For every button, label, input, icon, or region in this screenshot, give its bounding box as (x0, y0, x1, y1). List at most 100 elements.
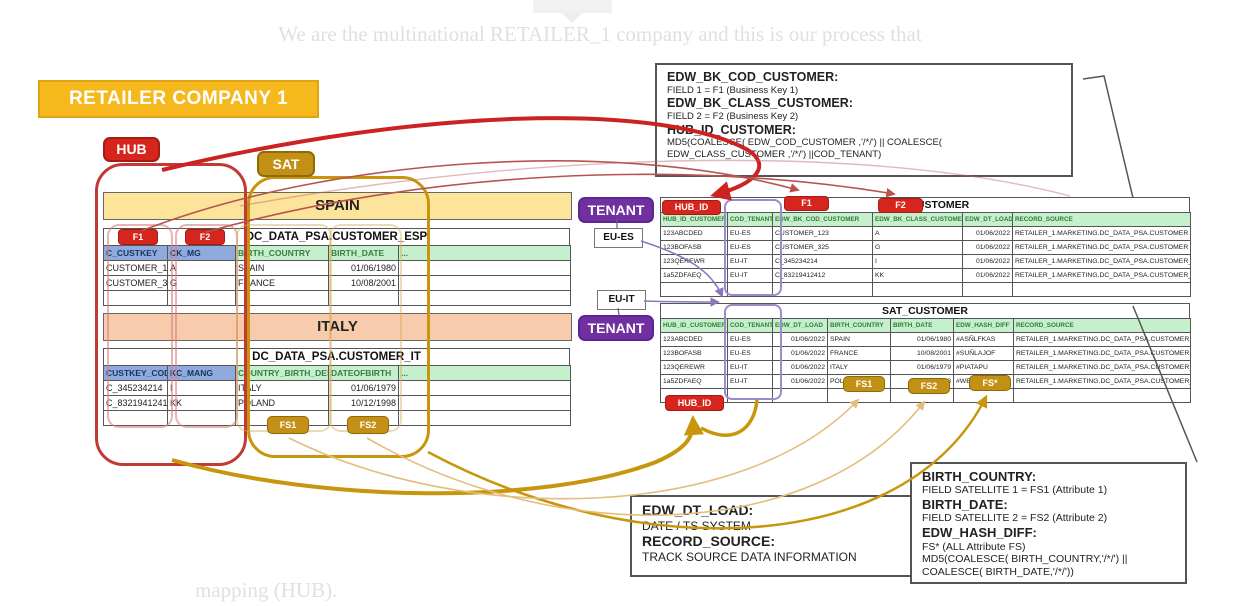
table-cell: 01/06/2022 (772, 374, 828, 389)
italy-source-table: DC_DATA_PSA.CUSTOMER_IT CUSTKEY_CODEKC_M… (103, 348, 571, 426)
hub-definition-note: EDW_BK_COD_CUSTOMER:FIELD 1 = F1 (Busine… (655, 63, 1073, 177)
table-cell (167, 290, 236, 306)
note-desc: TRACK SOURCE DATA INFORMATION (642, 549, 857, 564)
table-cell: 01/06/1980 (328, 260, 399, 276)
table-cell: 01/06/2022 (962, 226, 1013, 241)
faded-toolbar-remnant (533, 0, 612, 13)
tenant-code-eu-es: EU-ES (594, 228, 643, 248)
table-cell (872, 282, 963, 297)
table-row (660, 282, 1191, 297)
column-header: KC_MANG (167, 365, 236, 381)
note-term: EDW_BK_COD_CUSTOMER: (667, 70, 839, 84)
hub-id-badge-bottom: HUB_ID (665, 395, 724, 411)
table-cell (398, 395, 571, 411)
table-cell: C_83219412412 (103, 395, 168, 411)
table-cell (103, 290, 168, 306)
table-cell: ITALY (235, 380, 329, 396)
table-cell: 01/06/2022 (962, 268, 1013, 283)
column-header: COUNTRY_BIRTH_DESC (235, 365, 329, 381)
table-cell: A (872, 226, 963, 241)
note-term: EDW_HASH_DIFF: (922, 525, 1037, 541)
table-cell: RETAILER_1.MARKETING.DC_DATA_PSA.CUSTOME… (1013, 346, 1191, 361)
note-term: EDW_DT_LOAD: (642, 502, 754, 518)
note-desc: FS* (ALL Attribute FS) (922, 540, 1026, 553)
table-title: DC_DATA_PSA.CUSTOMER_IT (103, 348, 570, 365)
fs-star-badge-right: FS* (969, 375, 1011, 391)
region-band-spain: SPAIN (103, 192, 572, 220)
table-cell: 10/08/2001 (328, 275, 399, 291)
table-cell: 1a5ZDFAEQ (660, 268, 728, 283)
table-cell (1013, 388, 1191, 403)
column-header: DATEOFBIRTH (328, 365, 399, 381)
euit-curve (643, 297, 720, 307)
table-cell: RETAILER_1.MARKETING.DC_DATA_PSA.CUSTOME… (1013, 374, 1191, 389)
table-cell: 123ABCDED (660, 332, 728, 347)
table-cell (167, 410, 236, 426)
table-cell (398, 410, 571, 426)
hub-badge: HUB (103, 137, 160, 162)
table-cell: #PIATAPU (953, 360, 1014, 375)
company-title-box: RETAILER COMPANY 1 (38, 80, 319, 118)
fs2-badge-right: FS2 (908, 378, 950, 394)
table-row (103, 290, 571, 306)
note-desc: FIELD SATELLITE 1 = FS1 (Attribute 1) (922, 484, 1108, 497)
column-header: ... (398, 245, 571, 261)
f1-badge-left: F1 (118, 229, 158, 245)
table-cell (398, 290, 571, 306)
table-cell (962, 282, 1013, 297)
note-desc: MD5(COALESCE( BIRTH_COUNTRY,'/*/') || (922, 553, 1128, 566)
table-cell: EU-IT (727, 360, 773, 375)
table-cell: C_83219412412 (772, 268, 873, 283)
table-cell (398, 260, 571, 276)
table-cell: 123BOFASB (660, 240, 728, 255)
table-cell (727, 282, 773, 297)
tenant-badge-bottom: TENANT (578, 315, 654, 341)
column-header: EDW_DT_LOAD (772, 318, 828, 333)
note-desc: FIELD 1 = F1 (Business Key 1) (667, 84, 799, 96)
table-title: SAT_CUSTOMER (660, 303, 1190, 318)
table-cell: RETAILER_1.MARKETING.DC_DATA_PSA.CUSTOME… (1012, 226, 1191, 241)
table-cell: CUSTOMER_325 (103, 275, 168, 291)
table-cell: #SUÑLAJOF (953, 346, 1014, 361)
table-cell: 01/06/2022 (772, 360, 828, 375)
table-cell: KK (167, 395, 236, 411)
table-cell: RETAILER_1.MARKETING.DC_DATA_PSA.CUSTOME… (1012, 268, 1191, 283)
column-header: EDW_HASH_DIFF (953, 318, 1014, 333)
table-row: CUSTOMER_325GFRANCE10/08/2001 (103, 275, 571, 291)
column-header: BIRTH_COUNTRY (827, 318, 891, 333)
column-header: ... (398, 365, 571, 381)
note-desc: FIELD 2 = F2 (Business Key 2) (667, 111, 799, 123)
faded-caption-top: We are the multinational RETAILER_1 comp… (278, 22, 922, 46)
table-row (103, 410, 571, 426)
italy-table-grid: CUSTKEY_CODEKC_MANGCOUNTRY_BIRTH_DESCDAT… (103, 365, 571, 426)
note-desc: DATE / TS SYSTEM (642, 518, 751, 533)
table-cell: 01/06/1979 (890, 360, 954, 375)
f2-badge-left: F2 (185, 229, 225, 245)
table-cell: EU-ES (727, 332, 773, 347)
table-cell: RETAILER_1.MARKETING.DC_DATA_PSA.CUSTOME… (1013, 332, 1191, 347)
column-header: COD_TENANT (727, 318, 773, 333)
column-header: EDW_DT_LOAD (962, 212, 1013, 227)
column-header: RECORD_SOURCE (1013, 318, 1191, 333)
table-cell: 01/06/2022 (962, 254, 1013, 269)
table-cell: I (167, 380, 236, 396)
tenant-badge-top: TENANT (578, 197, 654, 223)
table-cell: FRANCE (235, 275, 329, 291)
table-cell: 01/06/2022 (962, 240, 1013, 255)
sat-definition-note: BIRTH_COUNTRY:FIELD SATELLITE 1 = FS1 (A… (910, 462, 1187, 584)
table-cell: CUSTOMER_123 (103, 260, 168, 276)
table-cell: FRANCE (827, 346, 891, 361)
table-cell (398, 275, 571, 291)
note-desc: COALESCE( BIRTH_DATE,'/*/')) (922, 566, 1074, 579)
table-cell: 10/12/1998 (328, 395, 399, 411)
column-header: BIRTH_DATE (328, 245, 399, 261)
column-header: CUSTKEY_CODE (103, 365, 168, 381)
